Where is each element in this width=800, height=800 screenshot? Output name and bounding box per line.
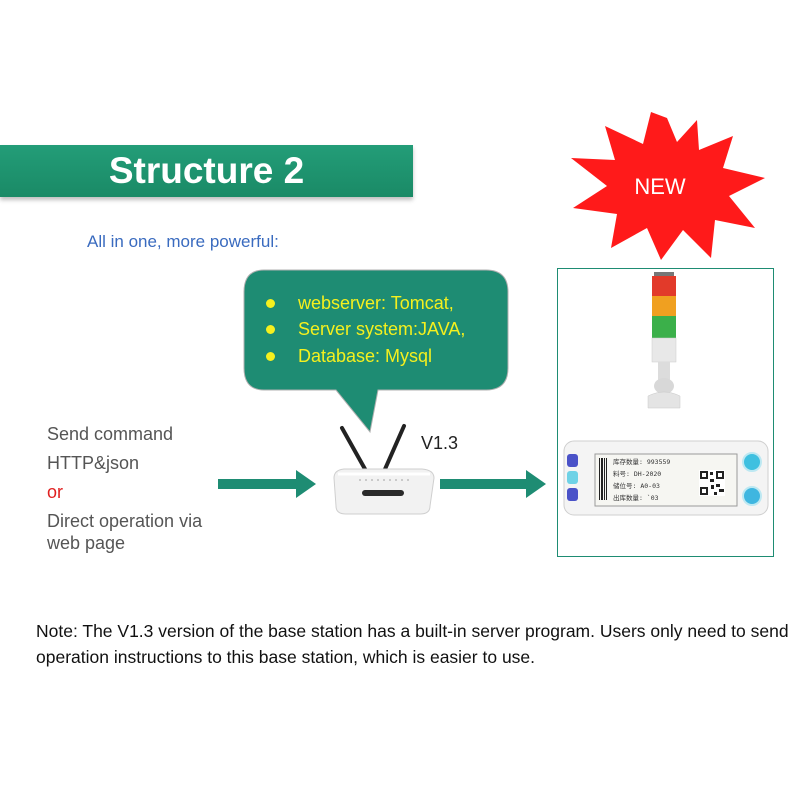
tag-line: 出库数量: `03 xyxy=(613,493,659,502)
callout-bubble xyxy=(243,269,509,434)
arrow-right-icon xyxy=(440,470,546,498)
feature-list: webserver: Tomcat, Server system:JAVA, D… xyxy=(262,290,465,370)
tag-line: 储位号: A0-03 xyxy=(613,481,660,490)
tag-line: 库存数量: 993559 xyxy=(613,457,670,466)
tag-line: 料号: DH-2020 xyxy=(613,469,661,478)
feature-text: Database: Mysql xyxy=(298,345,433,366)
new-badge: NEW xyxy=(571,112,765,260)
note-text: Note: The V1.3 version of the base stati… xyxy=(36,621,789,667)
web-page-text: web page xyxy=(47,533,126,553)
starburst-shape xyxy=(571,112,765,260)
http-json-text: HTTP&json xyxy=(47,453,140,473)
feature-text: Server system:JAVA, xyxy=(298,319,466,340)
callout-shape xyxy=(243,269,509,434)
led-icon xyxy=(567,488,578,501)
title-banner xyxy=(0,145,413,197)
page-title: Structure 2 xyxy=(108,150,305,191)
eink-tag: 库存数量: 993559 料号: DH-2020 储位号: A0-03 出库数量… xyxy=(563,440,769,516)
direct-operation-text: Direct operation via xyxy=(47,511,203,531)
feature-item: webserver: Tomcat, xyxy=(262,290,465,317)
send-command-text: Send command xyxy=(47,424,174,444)
bullet-icon xyxy=(266,351,275,361)
bullet-icon xyxy=(266,298,275,308)
or-text: or xyxy=(47,482,64,502)
button-icon xyxy=(742,486,762,506)
feature-item: Database: Mysql xyxy=(262,343,465,370)
feature-text: webserver: Tomcat, xyxy=(298,292,454,313)
qr-code-icon xyxy=(699,470,725,496)
led-icon xyxy=(567,454,578,467)
subtitle: All in one, more powerful: xyxy=(87,232,279,251)
router-version-label: V1.3 xyxy=(421,433,459,453)
signal-tower-icon xyxy=(647,272,681,409)
arrow-right-icon xyxy=(218,470,316,498)
router-icon xyxy=(333,424,435,515)
feature-item: Server system:JAVA, xyxy=(262,317,465,344)
barcode-icon xyxy=(599,458,607,500)
button-icon xyxy=(742,452,762,472)
new-badge-label: NEW xyxy=(634,174,686,199)
led-icon xyxy=(567,471,578,484)
bullet-icon xyxy=(266,325,275,335)
